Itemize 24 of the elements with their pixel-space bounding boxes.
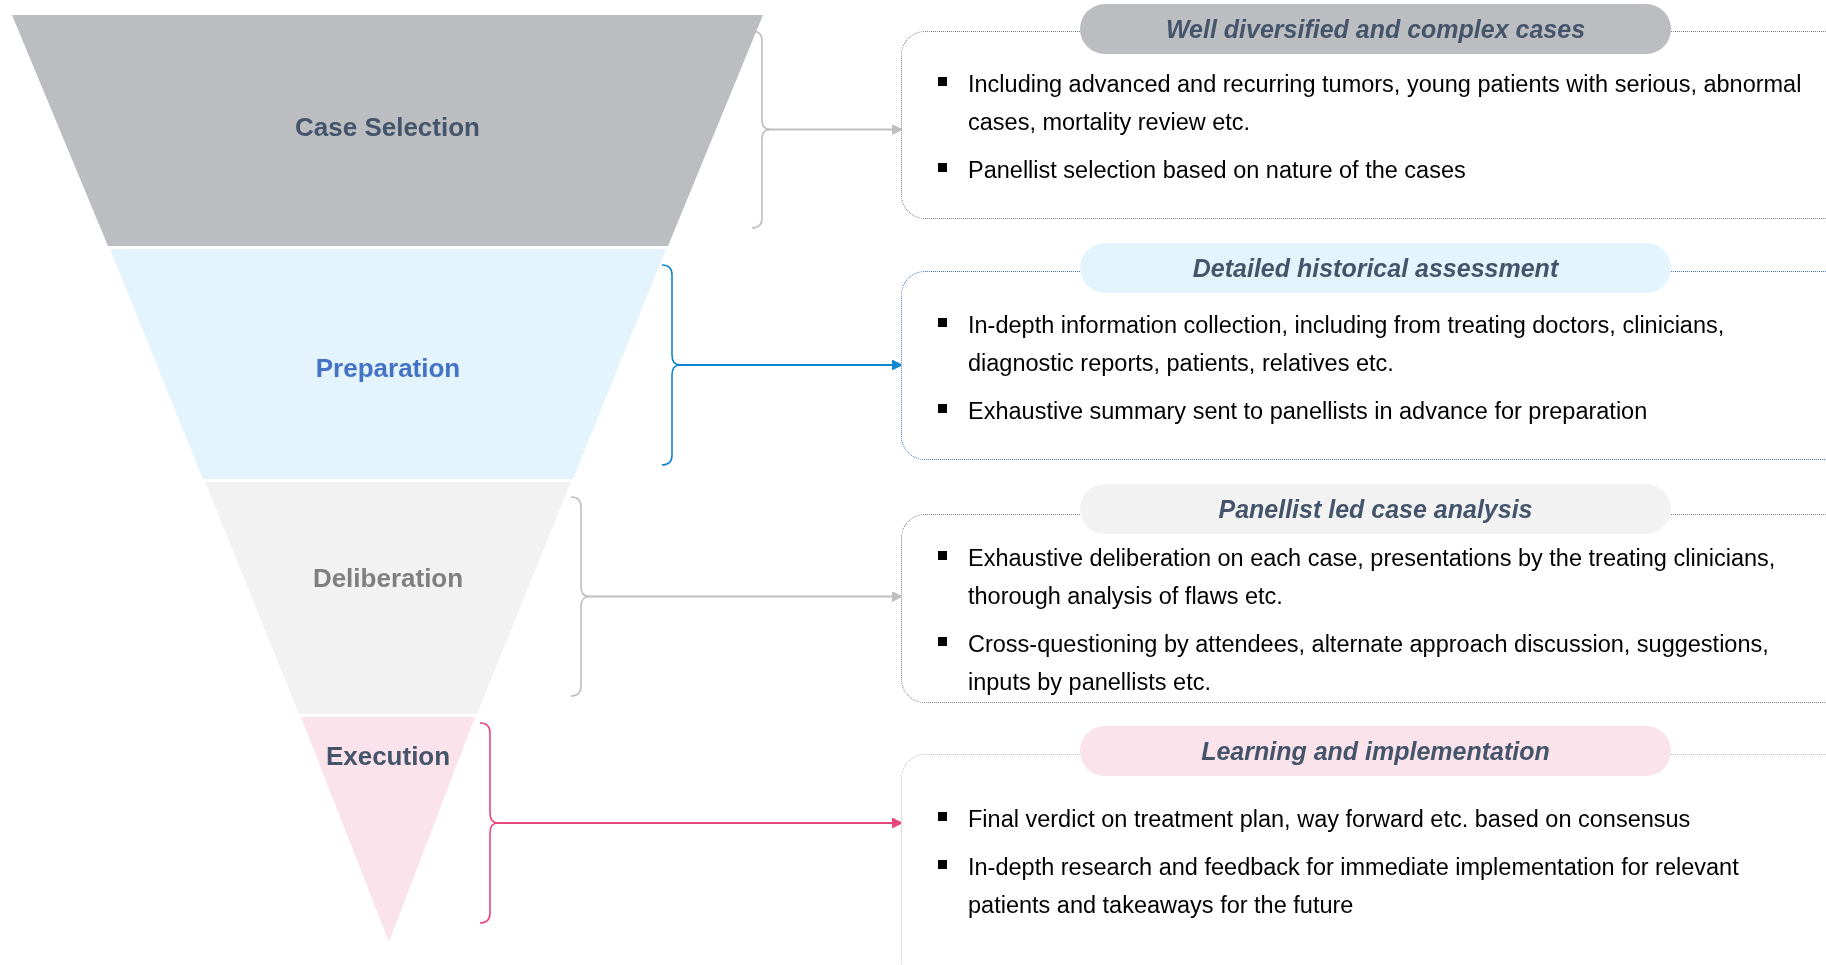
bullet-text: Including advanced and recurring tumors, young patients with serious, abnormal cases, mortality review etc. bbox=[968, 70, 1803, 137]
funnel-stage bbox=[12, 15, 763, 246]
bullet-text: Cross-questioning by attendees, alternate approach discussion, suggestions, inputs by panellists etc. bbox=[968, 630, 1770, 697]
card-heading: Well diversified and complex cases bbox=[1165, 14, 1586, 44]
stage-label: Execution bbox=[325, 741, 451, 771]
card-heading: Learning and implementation bbox=[1201, 736, 1550, 766]
arrow bbox=[493, 817, 903, 829]
stage-label: Preparation bbox=[315, 353, 461, 383]
arrow bbox=[675, 359, 903, 371]
stage-label: Deliberation bbox=[312, 563, 464, 593]
bullet-text: Panellist selection based on nature of the cases bbox=[968, 156, 1467, 185]
arrow bbox=[584, 591, 903, 602]
card-heading: Panellist led case analysis bbox=[1218, 494, 1533, 524]
funnel-stage bbox=[205, 482, 571, 714]
bullet-text: Final verdict on treatment plan, way forward etc. based on consensus bbox=[968, 805, 1692, 834]
bullet-text: In-depth information collection, including from treating doctors, clinicians, diagnostic reports, patients, relatives etc. bbox=[968, 311, 1726, 378]
stage-label: Case Selection bbox=[295, 112, 480, 142]
card-heading: Detailed historical assessment bbox=[1192, 253, 1559, 283]
bullet-text: In-depth research and feedback for immediate implementation for relevant patients and takeaways for the future bbox=[968, 853, 1740, 920]
arrow bbox=[765, 124, 903, 135]
funnel-stage bbox=[301, 717, 475, 942]
bullet-text: Exhaustive deliberation on each case, presentations by the treating clinicians, thorough analysis of flaws etc. bbox=[968, 544, 1777, 611]
bullet-text: Exhaustive summary sent to panellists in advance for preparation bbox=[968, 397, 1649, 426]
funnel-stage bbox=[110, 249, 666, 479]
